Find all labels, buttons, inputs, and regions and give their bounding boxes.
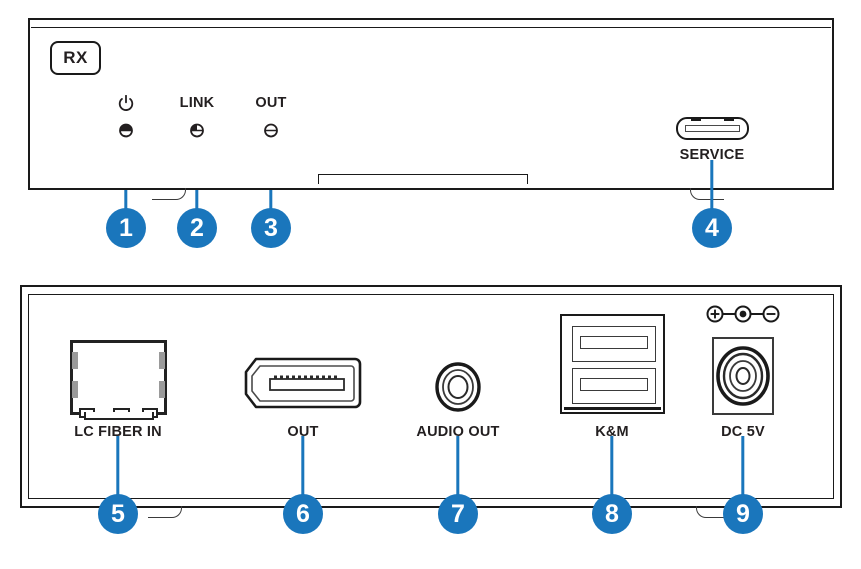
front-panel-body <box>28 18 834 190</box>
callout-9-badge: 9 <box>723 494 763 534</box>
center-positive-polarity-icon <box>706 304 780 324</box>
callout-1-badge: 1 <box>106 208 146 248</box>
callout-4-stem <box>710 160 714 228</box>
front-panel-foot-right <box>690 188 724 200</box>
km-usb-label: K&M <box>595 424 629 440</box>
usb-a-tongue-bottom <box>580 378 648 391</box>
out-led-label: OUT <box>255 95 287 111</box>
displayport-out-icon <box>243 357 364 409</box>
usb-a-tongue-top <box>580 336 648 349</box>
lc-cage-tab-br <box>159 381 165 398</box>
callout-6-stem <box>301 436 305 512</box>
link-led-icon <box>190 123 205 138</box>
displayport-out-label: OUT <box>287 424 319 440</box>
lc-cage-skirt <box>84 412 154 420</box>
rx-badge-label: RX <box>63 48 88 67</box>
usb-c-nub-right <box>724 118 734 121</box>
lc-fiber-in-port-icon <box>70 340 167 418</box>
dc-5v-label: DC 5V <box>721 424 765 440</box>
front-panel-top-seam <box>31 27 831 28</box>
audio-out-label: AUDIO OUT <box>416 424 500 440</box>
callout-8-stem <box>610 436 614 512</box>
usb-c-nub-left <box>691 118 701 121</box>
lc-fiber-in-label: LC FIBER IN <box>74 424 162 440</box>
service-usb-c-port-icon <box>676 117 749 140</box>
power-led-icon <box>119 123 134 138</box>
usb-a-port-top <box>572 326 656 362</box>
callout-7-badge: 7 <box>438 494 478 534</box>
callout-8-badge: 8 <box>592 494 632 534</box>
usb-box-bottom-edge <box>564 407 661 410</box>
callout-5-stem <box>116 436 120 512</box>
lc-cage-tab-tl <box>72 352 78 369</box>
front-panel-edge-tab <box>318 174 528 184</box>
callout-3-badge: 3 <box>251 208 291 248</box>
callout-5-badge: 5 <box>98 494 138 534</box>
callout-6-badge: 6 <box>283 494 323 534</box>
usb-a-port-bottom <box>572 368 656 404</box>
service-port-label: SERVICE <box>679 147 745 163</box>
rear-panel-foot-left <box>148 506 182 518</box>
dc-barrel-jack-icon <box>715 345 771 407</box>
usb-a-dual-port-icon <box>560 314 665 414</box>
callout-4-badge: 4 <box>692 208 732 248</box>
callout-7-stem <box>456 436 460 512</box>
link-led-label: LINK <box>179 95 215 111</box>
power-icon <box>118 94 135 113</box>
usb-c-slot <box>685 125 740 132</box>
callout-9-stem <box>741 436 745 512</box>
front-panel-foot-left <box>152 188 186 200</box>
audio-out-jack-icon <box>435 362 481 412</box>
rx-badge: RX <box>50 41 101 75</box>
lc-cage-tab-tr <box>159 352 165 369</box>
callout-2-badge: 2 <box>177 208 217 248</box>
out-led-icon <box>264 123 279 138</box>
lc-cage-tab-bl <box>72 381 78 398</box>
